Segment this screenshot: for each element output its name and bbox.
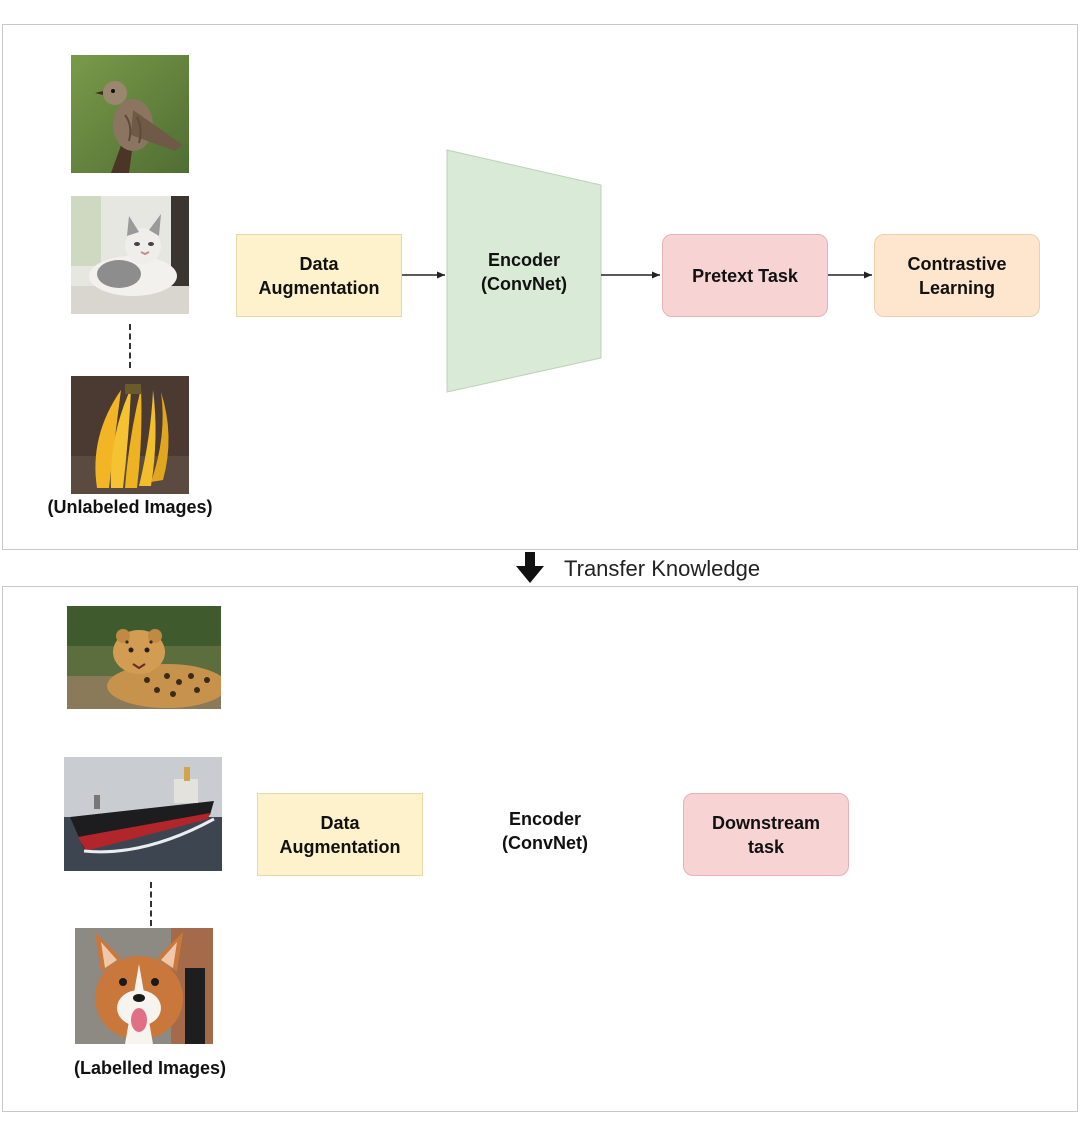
data-augmentation-box: Data Augmentation [257,793,423,876]
encoder-shape [446,149,602,393]
data-augmentation-box: Data Augmentation [236,234,402,317]
banana-photo-icon [71,376,189,494]
leopard-photo-icon [67,606,221,709]
transfer-knowledge-label: Transfer Knowledge [564,556,761,581]
contrastive-learning-box: Contrastive Learning [874,234,1040,317]
ellipsis-separator [129,324,131,368]
bird-photo-icon [71,55,189,173]
encoder-label: Encoder (ConvNet) [502,809,588,853]
ellipsis-separator [150,882,152,926]
ship-photo-icon [64,757,222,871]
corgi-photo-icon [75,928,213,1044]
labelled-images-caption: (Labelled Images) [73,1058,227,1078]
encoder-label: Encoder (ConvNet) [481,250,567,294]
downstream-task-box: Downstream task [683,793,849,876]
unlabeled-images-caption: (Unlabeled Images) [47,497,213,517]
cat-photo-icon [71,196,189,314]
pretext-task-box: Pretext Task [662,234,828,317]
transfer-arrow-icon [516,552,544,583]
